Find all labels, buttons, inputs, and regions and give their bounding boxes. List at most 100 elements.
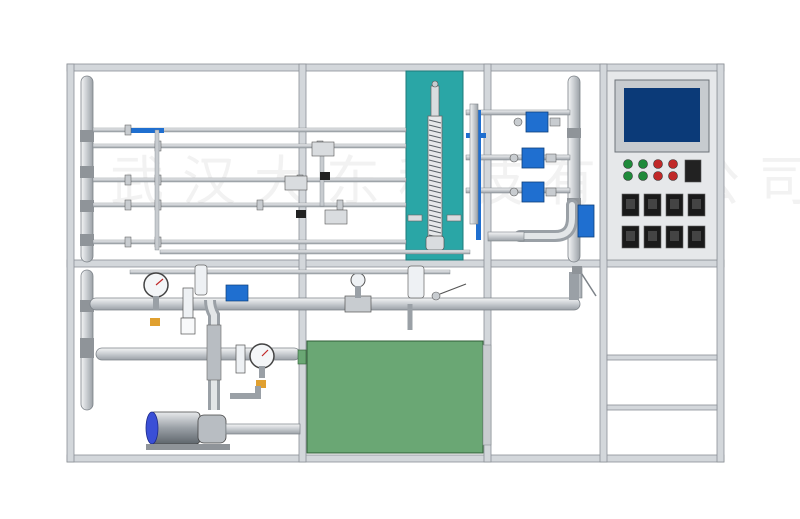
panel-button-green	[638, 171, 648, 181]
vertical-connector	[154, 129, 160, 251]
control-cabinet	[606, 70, 718, 261]
packing-coil	[428, 214, 442, 219]
packing-coil	[428, 229, 442, 234]
frame-post-4	[599, 63, 608, 463]
panel-button-red	[653, 171, 663, 181]
line-fitting	[336, 199, 344, 211]
packing-coil	[428, 189, 442, 194]
valve-handle-orange-1	[150, 318, 160, 326]
right-stub	[572, 266, 597, 297]
panel-button-red	[653, 159, 663, 169]
frame-left-post	[66, 63, 75, 463]
packing-coil	[428, 194, 442, 199]
flow-meter-blue	[577, 204, 595, 238]
panel-button-green	[638, 159, 648, 169]
column-top-fitting	[431, 80, 439, 88]
frame-cabinet-rail-2	[606, 404, 718, 411]
packing-coil	[428, 139, 442, 144]
panel-switch-rocker	[692, 231, 701, 241]
column-side-fitting-r	[446, 214, 462, 222]
packing-coil	[428, 179, 442, 184]
packing-coil	[428, 124, 442, 129]
mid-header	[129, 264, 467, 301]
packing-coil	[428, 159, 442, 164]
frame-right-post	[716, 63, 725, 463]
column-packing	[428, 119, 442, 239]
handwheel-icon	[509, 187, 519, 197]
gas-line	[92, 202, 407, 208]
handwheel-icon	[513, 117, 523, 127]
actuator-coupling	[545, 153, 557, 163]
pump-discharge	[225, 423, 301, 435]
panel-button-green	[623, 159, 633, 169]
line-fitting	[124, 236, 132, 248]
packing-coil	[428, 224, 442, 229]
actuator-coupling	[545, 187, 557, 197]
packing-coil	[428, 164, 442, 169]
panel-switch-rocker	[626, 199, 635, 209]
gas-line	[92, 177, 407, 183]
control-switches	[621, 193, 706, 249]
valve-handle-orange-2	[256, 380, 266, 388]
actuator-coupling	[549, 117, 561, 127]
panel-switch-rocker	[670, 199, 679, 209]
packing-coil	[428, 154, 442, 159]
upper-right-bank	[465, 103, 595, 242]
controller-display	[296, 210, 306, 218]
frame-post-2	[298, 63, 307, 463]
sight-glass-1	[182, 287, 194, 319]
line-fitting	[124, 174, 132, 186]
frame-post-3	[483, 63, 492, 463]
panel-button-red	[668, 171, 678, 181]
outlet-reducer	[487, 231, 525, 242]
pump-suction-bellows	[206, 324, 222, 381]
pump-station	[95, 272, 301, 410]
packing-coil	[428, 204, 442, 209]
line-fitting	[256, 199, 264, 211]
panel-button-green	[623, 171, 633, 181]
gas-lines	[92, 124, 471, 255]
column-condenser	[430, 85, 440, 117]
packing-coil	[428, 184, 442, 189]
packing-coil	[428, 174, 442, 179]
sight-glass-2	[235, 344, 246, 374]
pump-casing	[197, 414, 227, 444]
valve-actuators	[509, 111, 561, 203]
blue-valve-segment	[128, 128, 164, 133]
gas-line	[92, 143, 407, 149]
column-bottom-flask	[425, 235, 445, 251]
panel-button-red	[668, 159, 678, 169]
frame	[66, 63, 725, 463]
valve-actuator	[521, 147, 545, 169]
storage-tank	[297, 340, 492, 454]
packing-coil	[428, 129, 442, 134]
packing-coil	[428, 119, 442, 124]
gauge-branch-pipe	[230, 386, 261, 399]
column-panel	[405, 70, 464, 261]
line-fitting	[124, 124, 132, 136]
packing-coil	[428, 199, 442, 204]
frame-top-rail	[66, 63, 725, 72]
frame-bottom-rail	[66, 454, 725, 463]
mass-flow-controller	[311, 141, 335, 157]
panel-switch-rocker	[648, 199, 657, 209]
controller-display	[320, 172, 330, 180]
indicator-dark	[684, 159, 702, 183]
gas-line	[92, 127, 407, 133]
flow-meter-gauge	[350, 272, 366, 288]
column-side-fitting-l	[407, 214, 423, 222]
gas-line	[159, 249, 471, 255]
mass-flow-controller	[284, 175, 308, 191]
valve-actuator	[525, 111, 549, 133]
panel-switch-rocker	[670, 231, 679, 241]
control-buttons	[623, 159, 678, 181]
pump-base	[146, 444, 230, 450]
packing-coil	[428, 209, 442, 214]
valve-actuator	[521, 181, 545, 203]
panel-switch-rocker	[692, 199, 701, 209]
left-manifold	[80, 75, 94, 411]
motor-end-cap	[145, 411, 159, 445]
panel-switch-rocker	[648, 231, 657, 241]
